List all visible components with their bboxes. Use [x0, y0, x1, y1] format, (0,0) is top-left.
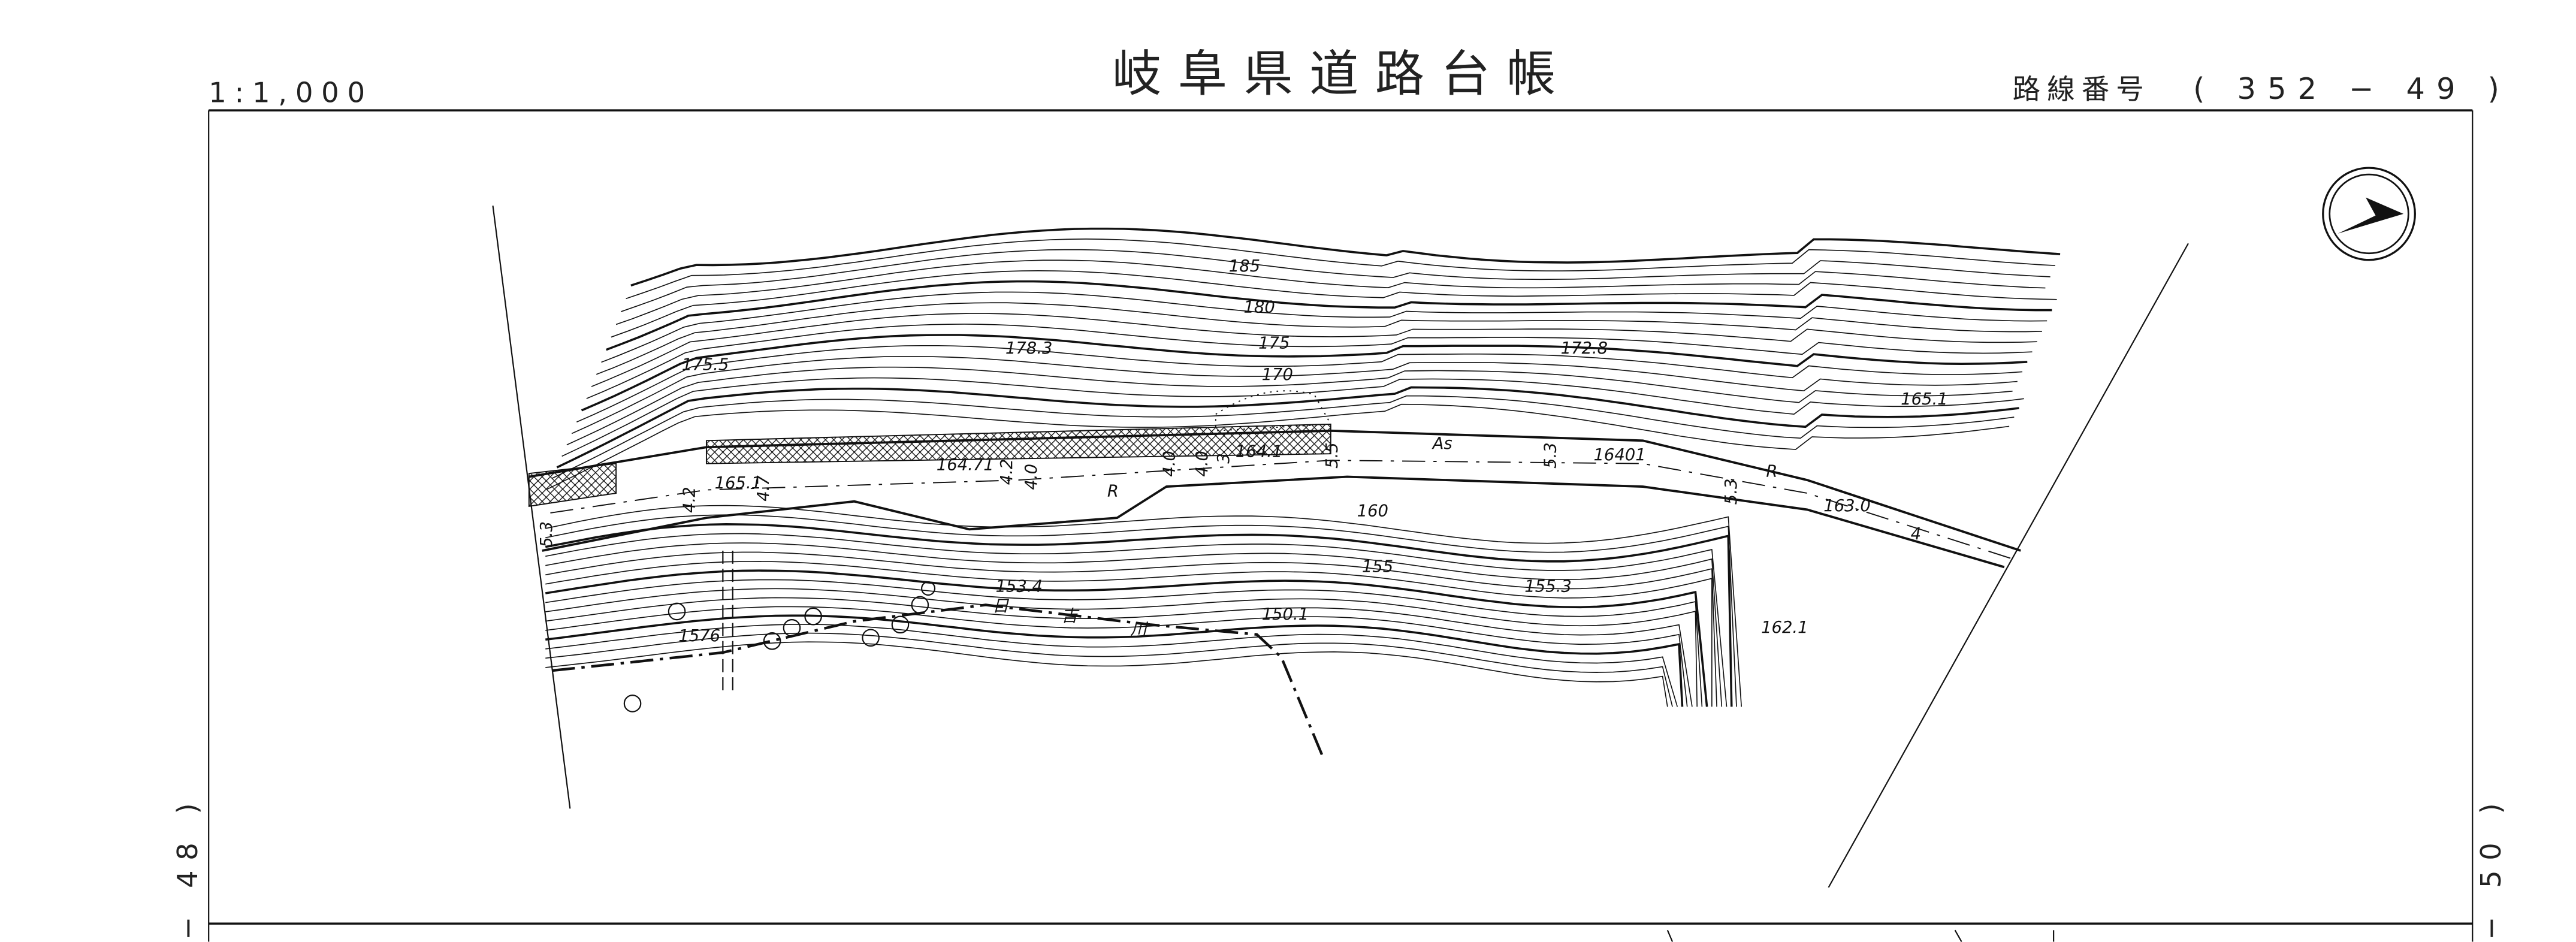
route-number: ( 352 − 49 ) [2193, 71, 2511, 106]
road-width: 4.0 [1022, 464, 1041, 490]
road-width: 5.3 [1722, 479, 1741, 505]
river-name-char: 川 [1130, 620, 1148, 639]
spot-height: 164.1 [1236, 443, 1282, 461]
spot-height: 165.1 [1901, 390, 1947, 409]
road-annotations: As R R 5.3 4.2 4.7 4.2 4.0 4.0 4.0 3 5.5… [537, 434, 1921, 548]
road-width: 4.2 [998, 459, 1016, 485]
road-surface-label: As [1432, 434, 1452, 453]
spot-height: 16401 [1593, 446, 1645, 464]
tree-symbols [623, 581, 936, 712]
spot-height: 150.1 [1262, 605, 1309, 624]
contour-line [566, 366, 2013, 446]
contour-line [611, 270, 2057, 338]
contour-line [561, 377, 2024, 457]
contour-line [601, 291, 2047, 363]
north-arrow-icon [2322, 167, 2416, 261]
contour-label: 175 [1258, 334, 1289, 353]
contour-line [545, 542, 1723, 707]
spot-height: 155.3 [1524, 578, 1571, 596]
contour-lines [545, 227, 2061, 707]
contour-label: 180 [1243, 298, 1275, 316]
contour-line [596, 302, 2042, 375]
river-line [551, 603, 1324, 757]
contour-labels: 185 180 175 170 160 155 [1229, 257, 1393, 576]
contour-label: 160 [1357, 502, 1388, 520]
contour-label: 170 [1262, 366, 1293, 384]
contour-line [551, 395, 2015, 479]
contour-line [581, 334, 2028, 412]
scale-label: 1:1,000 [209, 76, 373, 108]
road-width: 3 [1215, 453, 1233, 463]
contour-line [545, 614, 1684, 707]
road-width: 4.2 [681, 487, 699, 513]
spot-heights: 178.3 175.5 172.8 165.1 164.71 164.1 164… [678, 339, 1947, 645]
contour-line [545, 533, 1728, 707]
contour-line [545, 569, 1708, 707]
road-width: 4.7 [754, 475, 773, 502]
contour-line [626, 238, 2055, 300]
contour-line [621, 249, 2050, 312]
contour-line [571, 356, 2018, 434]
river-name: 日 吉 川 [992, 597, 1148, 638]
spot-height: 153.4 [995, 578, 1042, 596]
contour-line [545, 597, 1693, 707]
contour-line [545, 579, 1703, 707]
spot-height: 163.0 [1823, 497, 1870, 515]
river-name-char: 日 [992, 597, 1010, 615]
spot-height: 175.5 [682, 355, 729, 374]
river-name-char: 吉 [1061, 607, 1080, 626]
left-sheet-number: − 48 ) [171, 793, 204, 940]
contour-line [606, 280, 2052, 351]
road-width: 5.3 [537, 521, 556, 548]
contour-line [545, 624, 1678, 707]
contour-line [556, 386, 2019, 469]
contour-line [545, 588, 1698, 707]
spot-height: 172.8 [1561, 339, 1608, 358]
contour-line [545, 632, 1673, 707]
road-width: 5.5 [1323, 442, 1342, 469]
spot-height: 165.1 [715, 474, 762, 493]
contour-line [545, 505, 1743, 707]
contour-line [545, 551, 1717, 707]
road-width: 4.0 [1193, 451, 1212, 477]
contour-line [586, 324, 2033, 399]
contour-line [615, 259, 2046, 325]
sheet-boundaries [492, 206, 2189, 888]
spot-height: 178.3 [1005, 339, 1052, 358]
contour-label: 155 [1362, 558, 1393, 576]
contour-line [576, 345, 2023, 423]
spot-height: 164.71 [937, 456, 994, 475]
road [528, 390, 2021, 569]
contour-line [545, 606, 1688, 707]
road-width: 4.0 [1160, 451, 1179, 477]
road-mark: R [1107, 482, 1119, 500]
road-mark: R [1766, 463, 1777, 481]
contour-line [630, 227, 2061, 287]
contour-line [545, 641, 1668, 707]
contour-line [591, 313, 2037, 387]
contour-line [545, 514, 1737, 707]
spot-height: 162.1 [1761, 618, 1808, 637]
contour-line [545, 523, 1733, 707]
map-frame [208, 109, 2474, 942]
right-sheet-number: − 50 ) [2475, 793, 2507, 940]
contour-line [546, 403, 2010, 490]
route-label: 路線番号 [2013, 73, 2151, 105]
road-width: 5.3 [1541, 442, 1560, 469]
page-title: 岐阜県道路台帳 [1112, 46, 1572, 102]
road-width: 4 [1911, 525, 1921, 544]
spot-height: 1576 [678, 627, 720, 645]
contour-line [545, 560, 1713, 707]
contour-label: 185 [1229, 257, 1260, 276]
